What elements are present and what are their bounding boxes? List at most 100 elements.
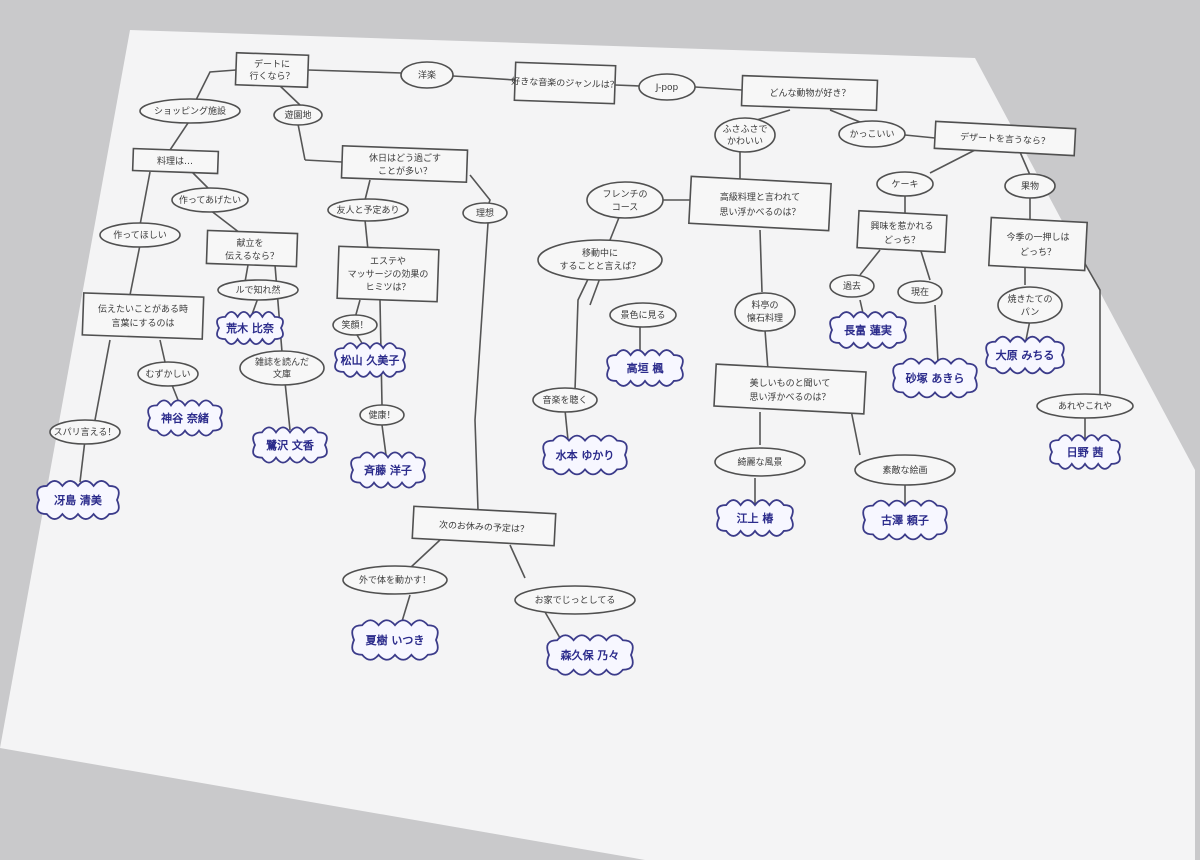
option-outdoor-node: 外で体を動かす！	[342, 565, 448, 595]
svg-text:することと言えば？: することと言えば？	[559, 260, 640, 272]
nodes: 好きな音楽のジャンルは？ 洋楽 J-pop デートに 行くなら？ どんな動物が好…	[49, 51, 1134, 615]
cloud-shape	[829, 311, 907, 349]
massage-question-node: エステや マッサージの効果の ヒミツは？	[336, 245, 440, 303]
result-cloud: 水本 ゆかり	[542, 434, 628, 476]
svg-text:ルで知れ然: ルで知れ然	[235, 284, 280, 296]
result-name: 鷺沢 文香	[266, 438, 315, 452]
result-cloud: 高垣 楓	[606, 349, 684, 387]
result-cloud: 大原 みちる	[985, 335, 1065, 375]
cloud-shape	[351, 619, 439, 661]
option-french-node: フレンチの コース	[586, 181, 664, 219]
shopping-node: ショッピング施設	[139, 98, 241, 124]
cloud-shape	[252, 426, 328, 464]
svg-text:美しいものと聞いて: 美しいものと聞いて	[750, 377, 831, 389]
root-question-node: 好きな音楽のジャンルは？	[511, 61, 619, 105]
svg-text:休日はどう過ごす: 休日はどう過ごす	[369, 152, 441, 164]
result-name: 冴島 清美	[54, 493, 103, 507]
svg-text:むずかしい: むずかしい	[145, 369, 190, 380]
svg-text:ことが多い？: ことが多い？	[378, 165, 432, 177]
result-cloud: 夏樹 いつき	[351, 619, 439, 661]
date-question-line1: デートに	[254, 58, 290, 70]
svg-text:文庫: 文庫	[273, 368, 291, 380]
svg-text:フレンチの: フレンチの	[602, 189, 647, 200]
result-cloud: 神谷 奈緒	[147, 399, 223, 437]
result-cloud: 森久保 乃々	[546, 634, 634, 676]
cloud-shape	[716, 499, 794, 537]
svg-text:伝えたいことがある時: 伝えたいことがある時	[98, 303, 188, 315]
result-cloud: 古澤 頼子	[862, 499, 948, 541]
option-home-node: お家でじっとしてる	[514, 585, 636, 615]
option-ideal-node: 理想	[462, 202, 508, 224]
svg-text:懐石料理: 懐石料理	[747, 312, 783, 324]
amusement-node: 遊園地	[273, 104, 323, 126]
result-name: 森久保 乃々	[561, 648, 620, 662]
option-smile-node: 笑顔！	[332, 314, 378, 336]
svg-text:ショッピング施設: ショッピング施設	[154, 105, 226, 117]
svg-text:景色に見る: 景色に見る	[620, 309, 665, 321]
option-cool-node: かっこいい	[838, 120, 906, 148]
cloud-shape	[36, 480, 120, 520]
svg-text:コース: コース	[612, 203, 639, 213]
option-western-node: 洋楽	[400, 61, 454, 89]
food-question-node: 高級料理と言われて 思い浮かべるのは？	[687, 175, 832, 232]
cloud-shape	[334, 342, 406, 378]
option-cute-node: ふさふさで かわいい	[714, 117, 776, 153]
result-cloud: 鷺沢 文香	[252, 426, 328, 464]
result-cloud: 冴島 清美	[36, 480, 120, 520]
option-music-node: 音楽を聴く	[532, 387, 598, 413]
result-cloud: 江上 椿	[716, 499, 794, 537]
recipe-question-node: 献立を 伝えるなら？	[205, 229, 299, 268]
option-bread-node: 焼きたての パン	[997, 286, 1063, 324]
svg-text:作ってほしい: 作ってほしい	[113, 229, 167, 241]
cloud-shape	[1049, 434, 1121, 470]
connector-lines	[79, 69, 1101, 639]
svg-text:素敵な絵画: 素敵な絵画	[882, 464, 927, 476]
svg-text:綺麗な風景: 綺麗な風景	[737, 456, 782, 468]
cooking-question-node: 料理は…	[131, 147, 220, 175]
svg-text:お家でじっとしてる: お家でじっとしてる	[535, 594, 616, 606]
option-cake-node: ケーキ	[876, 171, 934, 197]
option-easy-node: スパリ言える！	[49, 419, 121, 445]
era-question-node: 興味を惹かれる どっち？	[856, 209, 948, 254]
result-name: 夏樹 いつき	[366, 633, 425, 647]
result-name: 高垣 楓	[627, 361, 665, 375]
svg-text:思い浮かべるのは？: 思い浮かべるのは？	[749, 391, 830, 403]
svg-text:あれやこれや: あれやこれや	[1058, 401, 1112, 412]
express-question-node: 伝えたいことがある時 言葉にするのは	[81, 292, 205, 340]
option-scenery-node: 綺麗な風景	[714, 447, 806, 477]
svg-text:過去: 過去	[843, 280, 861, 292]
svg-text:興味を惹かれる: 興味を惹かれる	[870, 220, 933, 232]
svg-text:伝えるなら？: 伝えるなら？	[225, 251, 279, 262]
svg-text:思い浮かべるのは？: 思い浮かべるのは？	[719, 206, 800, 218]
cloud-shape	[216, 310, 284, 346]
option-ryotei-node: 料亭の 懐石料理	[734, 292, 796, 332]
animal-question-node: どんな動物が好き？	[740, 74, 879, 112]
option-painting-node: 素敵な絵画	[854, 454, 956, 486]
svg-text:ケーキ: ケーキ	[891, 179, 918, 190]
cloud-shape	[546, 634, 634, 676]
svg-text:遊園地: 遊園地	[284, 109, 311, 121]
svg-text:どっち？: どっち？	[1020, 247, 1056, 258]
result-cloud: 斉藤 洋子	[350, 451, 426, 489]
svg-text:かわいい: かわいい	[727, 136, 763, 147]
option-western-text: 洋楽	[418, 69, 436, 81]
cloud-shape	[985, 335, 1065, 375]
root-question-text: 好きな音楽のジャンルは？	[511, 75, 619, 91]
svg-text:エステや: エステや	[370, 256, 406, 267]
svg-text:言葉にするのは: 言葉にするのは	[111, 317, 174, 329]
svg-text:笑顔！: 笑顔！	[341, 319, 368, 331]
result-cloud: 砂塚 あきら	[892, 357, 978, 399]
svg-text:果物: 果物	[1021, 180, 1039, 192]
cloud-shape	[542, 434, 628, 476]
result-name: 斉藤 洋子	[364, 463, 412, 477]
option-present-node: 現在	[897, 280, 943, 304]
recipe-option-1-node: ルで知れ然	[217, 279, 299, 301]
svg-text:焼きたての: 焼きたての	[1007, 294, 1052, 305]
svg-text:料理は…: 料理は…	[157, 155, 193, 167]
svg-text:ふさふさで: ふさふさで	[722, 124, 767, 135]
result-name: 水本 ゆかり	[556, 448, 615, 462]
result-name: 松山 久美子	[341, 353, 400, 367]
option-friend-node: 友人と予定あり	[327, 198, 409, 222]
svg-text:献立を: 献立を	[236, 237, 263, 249]
